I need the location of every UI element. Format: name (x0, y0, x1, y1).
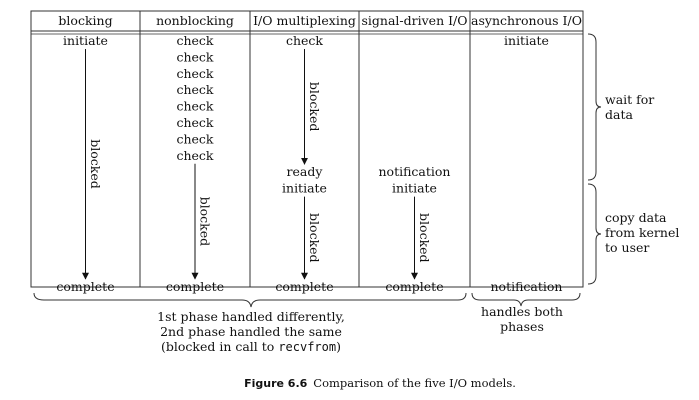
right-note-line-1: handles both (481, 304, 563, 319)
step-label: check (286, 33, 323, 48)
step-label: check (176, 99, 213, 114)
column-steps: initiatecompletecheckcheckcheckcheckchec… (56, 33, 562, 294)
step-label: notification (491, 279, 563, 294)
table-frame (30, 10, 584, 288)
right-bottom-note: handles both phases (481, 304, 563, 334)
step-label: complete (166, 279, 224, 294)
right-note-line-2: phases (500, 319, 544, 334)
phase-label: to user (605, 240, 649, 255)
column-header: I/O multiplexing (253, 13, 356, 28)
phase-label: wait for (605, 92, 654, 107)
column-header: signal-driven I/O (362, 13, 468, 28)
blocked-label: blocked (307, 82, 322, 132)
column-headers: blocking nonblocking I/O multiplexing signa… (58, 13, 582, 28)
blocked-arrows: blocked blocked blocked blocked blocked (82, 49, 432, 280)
blocked-label: blocked (88, 139, 103, 189)
step-label: initiate (392, 181, 437, 196)
left-note-line-3: (blocked in call to recvfrom) (161, 339, 341, 354)
step-label: complete (56, 279, 114, 294)
step-label: check (176, 49, 213, 64)
step-label: initiate (282, 181, 327, 196)
column-header: nonblocking (156, 13, 234, 28)
phase-label: copy data (605, 210, 667, 225)
phase-brace (587, 183, 602, 285)
step-label: complete (275, 279, 333, 294)
step-label: check (176, 33, 213, 48)
left-bottom-brace (33, 292, 467, 308)
left-note-prefix: (blocked in call to (161, 339, 278, 354)
step-label: initiate (63, 33, 108, 48)
left-bottom-note: 1st phase handled differently, 2nd phase… (157, 309, 345, 354)
step-label: complete (385, 279, 443, 294)
left-note-suffix: ) (336, 339, 341, 354)
caption-text: Comparison of the five I/O models. (313, 376, 516, 390)
blocked-label: blocked (417, 213, 432, 262)
phase-brace (587, 33, 602, 181)
column-header: blocking (58, 13, 112, 28)
phase-label: from kernel (605, 225, 679, 240)
blocked-label: blocked (307, 213, 322, 262)
phase-label: data (605, 107, 633, 122)
step-label: check (176, 66, 213, 81)
step-label: notification (379, 164, 451, 179)
column-dividers (139, 11, 471, 287)
blocked-label: blocked (198, 197, 213, 247)
step-label: initiate (504, 33, 549, 48)
step-label: check (176, 115, 213, 130)
caption-label: Figure 6.6 (244, 377, 308, 390)
step-label: check (176, 131, 213, 146)
recvfrom-code: recvfrom (278, 340, 336, 354)
step-label: check (176, 82, 213, 97)
left-note-line-2: 2nd phase handled the same (160, 324, 342, 339)
left-note-line-1: 1st phase handled differently, (157, 309, 345, 324)
bottom-braces (33, 292, 581, 308)
figure-caption: Figure 6.6 Comparison of the five I/O mod… (244, 376, 516, 390)
column-header: asynchronous I/O (471, 13, 582, 28)
step-label: ready (287, 164, 324, 179)
right-bottom-brace (471, 292, 581, 307)
step-label: check (176, 148, 213, 163)
